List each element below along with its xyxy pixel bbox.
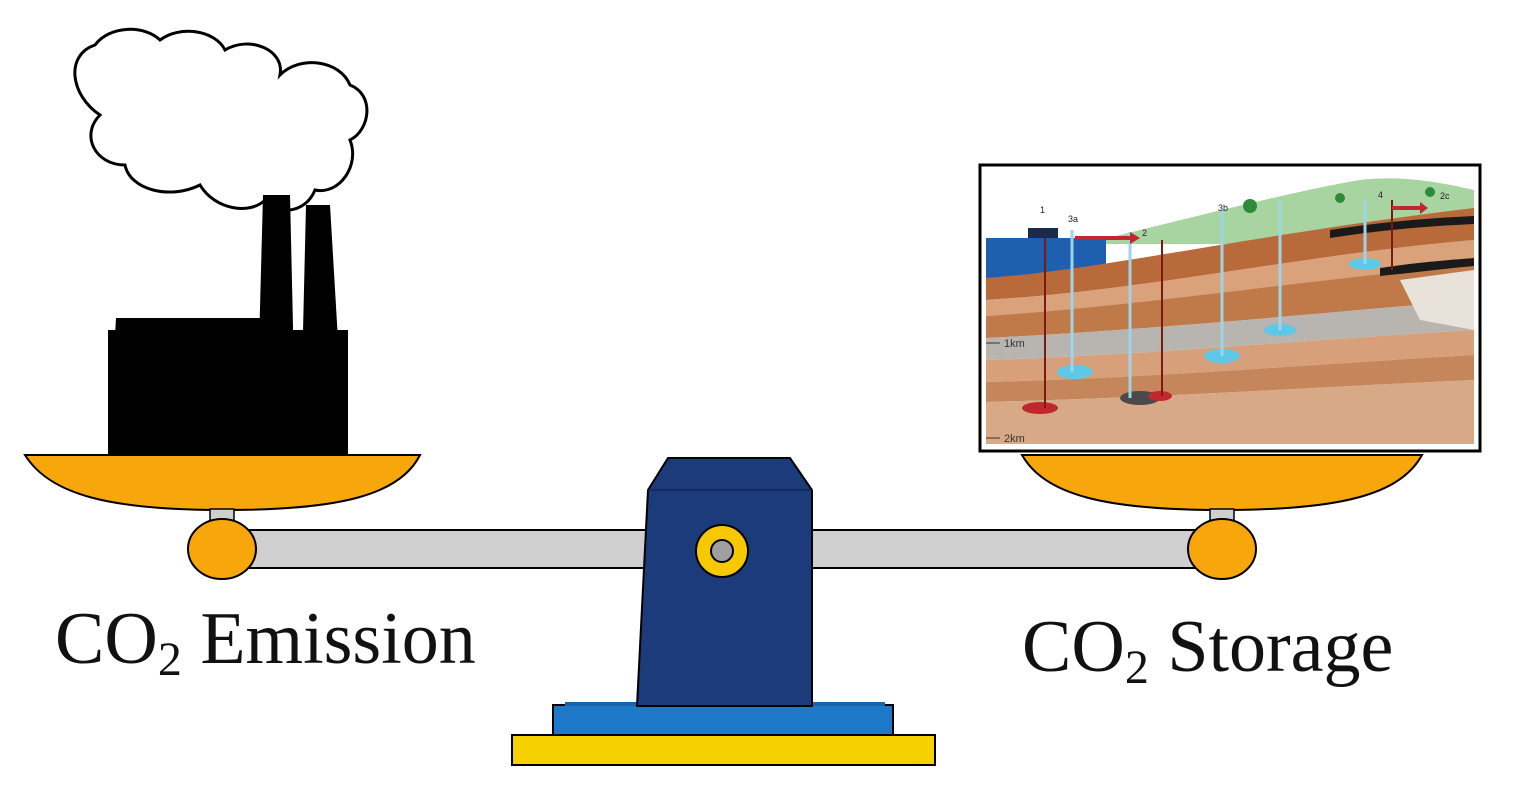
right-pan xyxy=(1020,454,1424,524)
pivot-knob xyxy=(695,524,749,578)
well-label-3b: 3b xyxy=(1218,203,1228,213)
smoke-cloud xyxy=(73,27,369,212)
co2-storage-subscript: 2 xyxy=(1124,641,1149,694)
well-label-2: 2 xyxy=(1142,228,1147,238)
co2-emission-suffix: Emission xyxy=(181,598,476,680)
left-pan xyxy=(23,454,422,524)
co2-emission-label: CO2 Emission xyxy=(55,602,476,684)
co2-storage-suffix: Storage xyxy=(1148,606,1394,688)
right-hinge xyxy=(1187,518,1257,580)
factory-icon xyxy=(108,195,348,458)
well-label-2c: 2c xyxy=(1440,191,1450,201)
well-label-1: 1 xyxy=(1040,205,1045,215)
co2-storage-prefix: CO xyxy=(1022,606,1125,688)
depth-label-1km: 1km xyxy=(1004,338,1025,350)
well-label-4: 4 xyxy=(1378,190,1383,200)
depth-label-2km: 2km xyxy=(1004,433,1025,445)
co2-emission-subscript: 2 xyxy=(157,633,182,686)
scale-pivot xyxy=(635,457,813,707)
co2-emission-prefix: CO xyxy=(55,598,158,680)
storage-geology-image: 1km 2km 1 3a 2 3b 4 2c xyxy=(978,163,1482,453)
well-label-3a: 3a xyxy=(1068,214,1078,224)
scale-base xyxy=(511,702,936,766)
co2-storage-label: CO2 Storage xyxy=(1022,610,1393,692)
left-hinge xyxy=(187,518,257,580)
